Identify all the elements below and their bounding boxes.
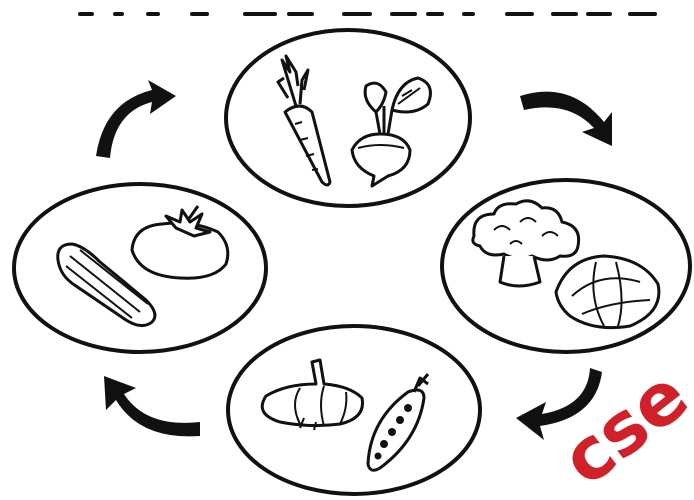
- watermark-text: cse: [546, 353, 694, 500]
- cabbage-icon: [556, 256, 659, 328]
- circle-right: [442, 180, 690, 352]
- group-bottom: [228, 326, 480, 494]
- group-top: [226, 30, 470, 206]
- group-left: [14, 184, 266, 352]
- arrow-top-right: [520, 92, 612, 146]
- circle-top: [226, 30, 470, 206]
- arrow-bottom-left: [104, 376, 200, 436]
- group-right: [442, 180, 690, 352]
- arrow-top-left: [96, 80, 176, 158]
